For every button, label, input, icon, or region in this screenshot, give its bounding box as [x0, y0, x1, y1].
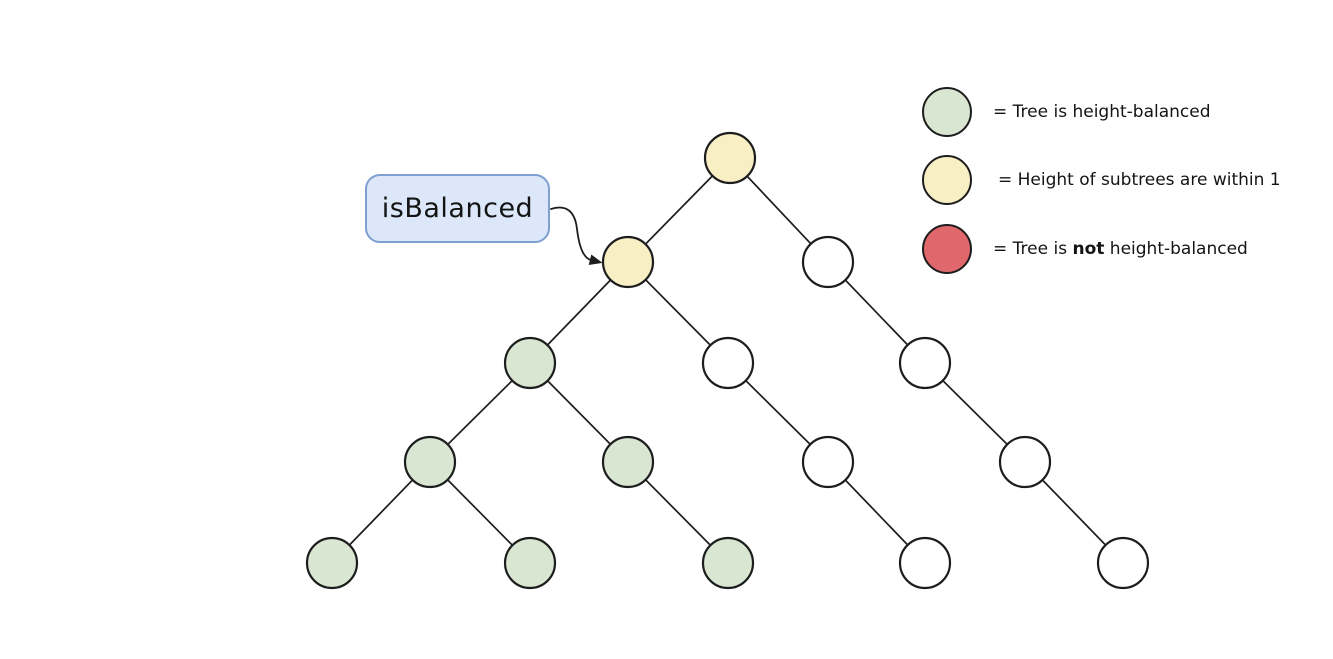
tree-node-balanced	[503, 536, 557, 590]
legend-item-not-balanced: = Tree is not height-balanced	[922, 224, 1248, 274]
legend-swatch-not-balanced-circle	[922, 224, 972, 274]
tree-node-unvisited	[898, 336, 952, 390]
tree-node-balanced	[305, 536, 359, 590]
tree-node-unvisited	[701, 336, 755, 390]
tree-node-balanced	[701, 536, 755, 590]
tree-node-unvisited	[801, 435, 855, 489]
isbalanced-label: isBalanced	[365, 174, 550, 243]
label-arrow-connector	[550, 206, 603, 265]
tree-node-within1	[703, 131, 757, 185]
tree-node-balanced	[403, 435, 457, 489]
isbalanced-label-text: isBalanced	[381, 193, 534, 224]
legend-label-balanced: = Tree is height-balanced	[993, 102, 1211, 122]
legend-item-balanced: = Tree is height-balanced	[922, 87, 1211, 137]
tree-node-unvisited	[801, 235, 855, 289]
tree-node-balanced	[601, 435, 655, 489]
tree-node-unvisited	[1096, 536, 1150, 590]
legend-label-within1: = Height of subtrees are within 1	[998, 170, 1281, 190]
legend-swatch-within1-circle	[922, 155, 972, 205]
legend-label-not-balanced: = Tree is not height-balanced	[993, 239, 1248, 259]
tree-node-balanced	[503, 336, 557, 390]
legend-item-within1: = Height of subtrees are within 1	[922, 155, 1281, 205]
legend-swatch-balanced-circle	[922, 87, 972, 137]
tree-node-unvisited	[898, 536, 952, 590]
tree-nodes	[305, 131, 1150, 590]
tree-node-within1	[601, 235, 655, 289]
tree-node-unvisited	[998, 435, 1052, 489]
